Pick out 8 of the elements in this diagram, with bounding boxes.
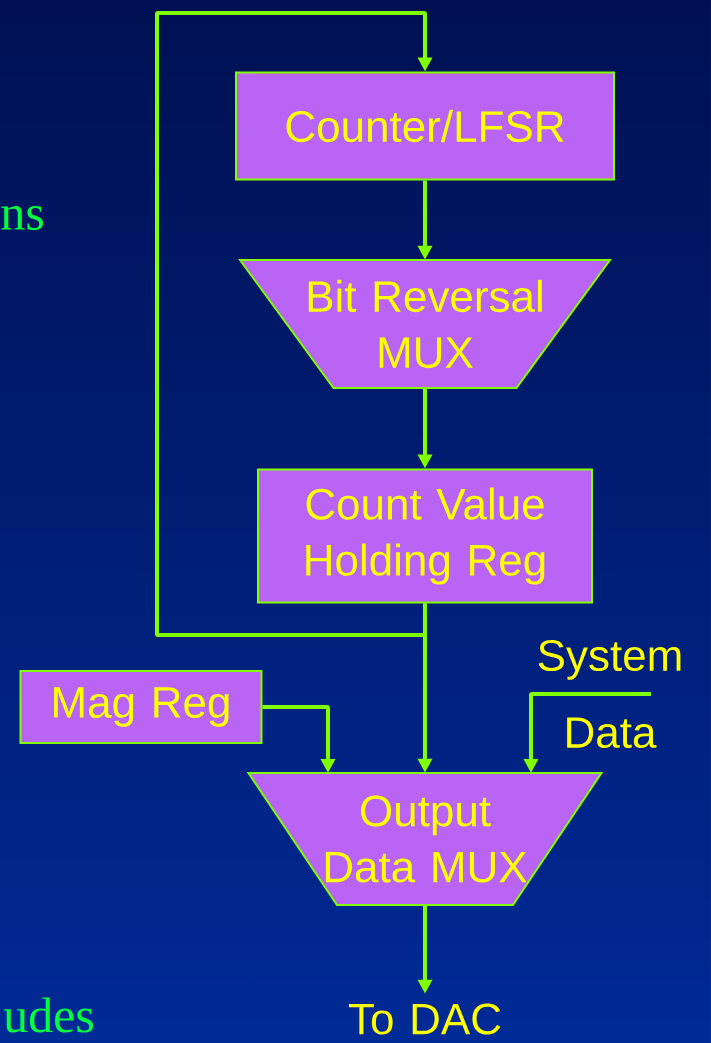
arrow (155, 11, 433, 637)
slide-text: ns (1, 206, 43, 231)
register-box: Count Value Holding Reg (257, 468, 593, 604)
slide-text: udes (3, 997, 93, 1033)
signal-label: System Data (538, 639, 681, 749)
register-box: Mag Reg (19, 670, 263, 744)
register-box: Counter/LFSR (235, 71, 615, 181)
signal-label: To DAC (348, 1003, 501, 1035)
